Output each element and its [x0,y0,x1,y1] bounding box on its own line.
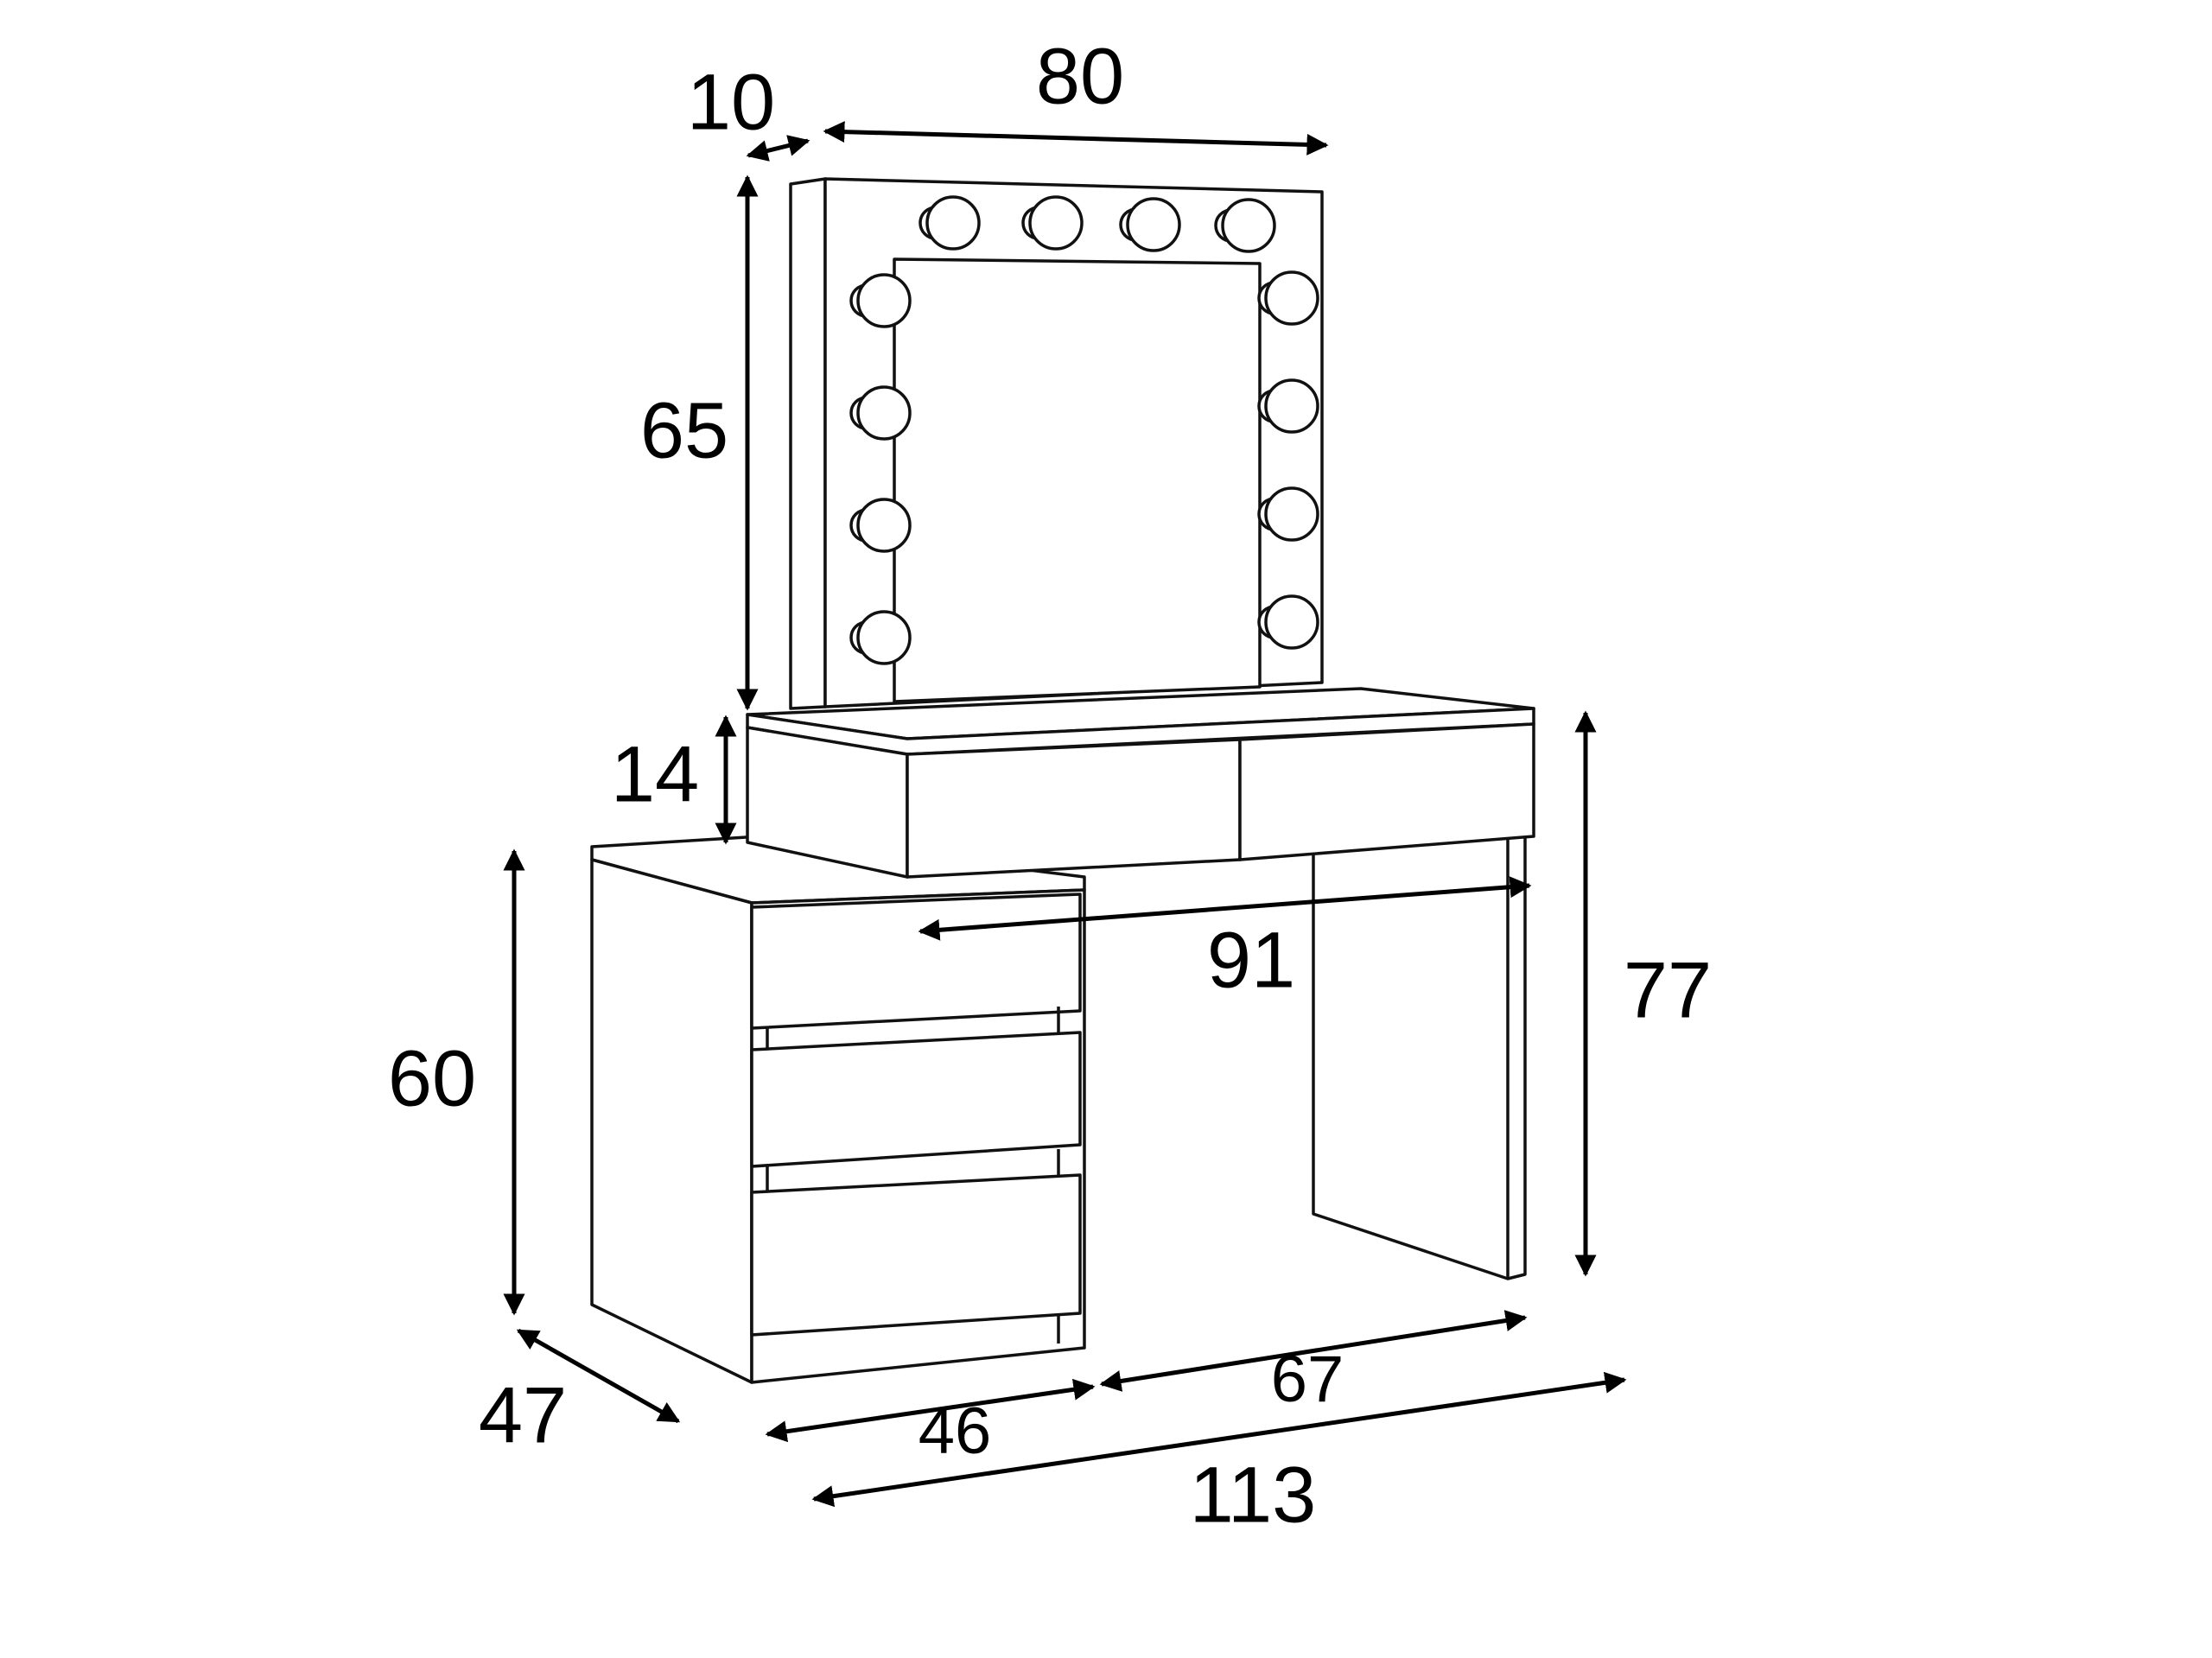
upper-drawer-right [1238,722,1535,861]
desk-right-leg [1312,828,1527,1280]
dim-drawer-unit-height-label: 14 [611,730,699,818]
dim-inner-width-label: 91 [1207,916,1295,1004]
dim-total-width-label: 113 [1190,1451,1317,1539]
cabinet-drawer-2 [750,1031,1082,1168]
desk-cabinet [590,835,1086,1384]
bulb-icon [1214,198,1276,253]
mirror-frame [789,177,1324,710]
bulb-icon [1257,486,1319,542]
dim-mirror-depth-label: 10 [687,58,775,146]
dim-mirror-width-label: 80 [1036,32,1124,120]
dim-depth-label: 47 [479,1371,567,1459]
bulb-icon [918,195,981,251]
dimension-lines [503,121,1627,1508]
dim-cabinet-width-label: 46 [918,1394,992,1468]
cabinet-drawer-1 [750,893,1082,1030]
cabinet-drawer-3 [750,1173,1082,1337]
mirror-bulbs [849,195,1319,665]
upper-drawer-left [906,738,1242,879]
dim-mirror-height-label: 65 [640,386,728,474]
bulb-icon [1119,197,1181,252]
dim-total-height-label: 77 [1624,946,1712,1034]
dim-cabinet-height-label: 60 [388,1034,476,1122]
bulb-icon [1021,195,1084,251]
bulb-icon [849,273,912,328]
bulb-icon [1257,270,1319,326]
bulb-icon [1257,378,1319,434]
mirror-glass [893,257,1262,703]
bulb-icon [849,385,912,441]
bulb-icon [849,498,912,553]
dim-leg-span-width-label: 67 [1271,1343,1344,1416]
desk-upper-unit [746,687,1535,879]
bulb-icon [849,610,912,665]
bulb-icon [1257,594,1319,650]
